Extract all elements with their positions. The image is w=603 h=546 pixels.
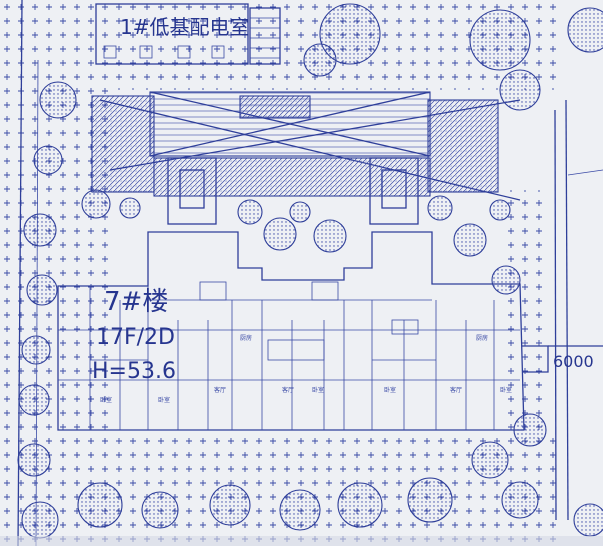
tree-symbol-icon bbox=[17, 81, 77, 539]
svg-text:卧室: 卧室 bbox=[312, 386, 324, 394]
substation-block bbox=[95, 3, 249, 65]
building-name: 7#楼 bbox=[104, 287, 168, 317]
tree-symbol-icon bbox=[303, 3, 603, 111]
svg-text:客厅: 客厅 bbox=[214, 386, 226, 394]
building-height: H=53.6 bbox=[92, 359, 176, 384]
svg-text:客厅: 客厅 bbox=[450, 386, 462, 394]
svg-text:厨房: 厨房 bbox=[240, 334, 252, 342]
road-edge-right-2 bbox=[565, 99, 569, 521]
svg-text:卧室: 卧室 bbox=[100, 396, 112, 404]
dimension-marker: 6000 bbox=[522, 345, 603, 373]
svg-text:厨房: 厨房 bbox=[476, 334, 488, 342]
dimension-value: 6000 bbox=[553, 352, 594, 371]
road-right-divider bbox=[567, 169, 603, 176]
tree-symbol-icon bbox=[77, 413, 603, 537]
substation-label: 1#低基配电室 bbox=[120, 15, 249, 39]
lawn-area-right bbox=[500, 190, 550, 440]
entrance-plaza bbox=[91, 91, 521, 225]
svg-text:卧室: 卧室 bbox=[500, 386, 512, 394]
svg-text:卧室: 卧室 bbox=[384, 386, 396, 394]
stair-block bbox=[249, 7, 281, 65]
svg-text:客厅: 客厅 bbox=[282, 386, 294, 394]
svg-text:卧室: 卧室 bbox=[158, 396, 170, 404]
road-edge-right bbox=[554, 109, 557, 521]
paper-shadow bbox=[0, 536, 603, 546]
shrub-symbol-icon bbox=[81, 189, 521, 295]
building-floors: 17F/2D bbox=[96, 325, 175, 350]
building-7-plan: 卧室 卧室 客厅 客厅 卧室 卧室 客厅 卧室 厨房 厨房 bbox=[57, 231, 525, 431]
